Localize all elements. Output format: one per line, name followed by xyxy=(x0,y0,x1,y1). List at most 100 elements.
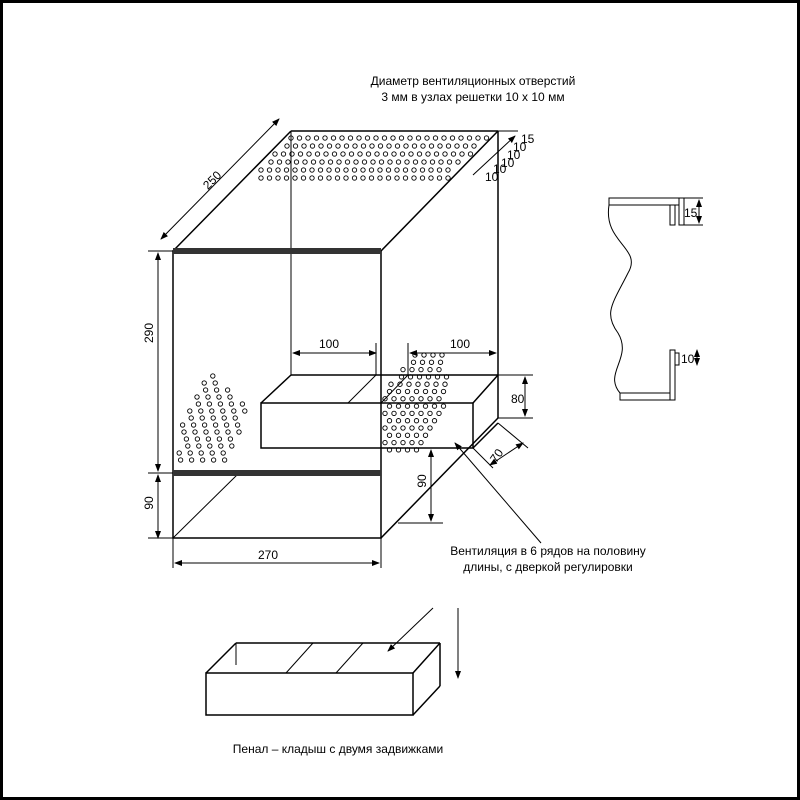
dim-drawer-height: 80 xyxy=(511,392,525,406)
vent-hole xyxy=(427,396,433,402)
vent-hole xyxy=(207,443,213,449)
vent-hole xyxy=(427,410,433,417)
vent-hole xyxy=(199,457,206,463)
vent-hole xyxy=(192,429,198,435)
vent-hole xyxy=(446,159,453,165)
vent-hole xyxy=(353,159,359,165)
vent-hole xyxy=(214,429,220,435)
vent-hole xyxy=(334,167,341,173)
vent-hole xyxy=(418,410,424,417)
vent-hole xyxy=(424,135,430,141)
vent-hole xyxy=(210,457,217,463)
vent-hole xyxy=(210,373,216,379)
insert-caption: Пенал – кладыш с двумя задвижками xyxy=(233,742,443,756)
dim-vent-spacing-4: 10 xyxy=(493,162,507,176)
vent-hole xyxy=(397,381,403,387)
vent-hole xyxy=(395,432,402,438)
vent-hole xyxy=(301,143,307,149)
vent-hole xyxy=(437,143,443,149)
vent-hole xyxy=(198,408,204,414)
vent-hole xyxy=(266,175,273,181)
vent-hole xyxy=(419,359,426,365)
vent-hole xyxy=(258,175,264,181)
vent-hole xyxy=(409,366,415,373)
vent-hole xyxy=(390,135,396,141)
vent-hole xyxy=(289,151,295,157)
vent-hole xyxy=(221,415,227,421)
vent-hole xyxy=(343,143,350,149)
vent-hole xyxy=(210,415,216,421)
vent-hole xyxy=(336,159,342,165)
dim-drawer-offset: 90 xyxy=(415,474,429,488)
vent-hole xyxy=(201,380,207,386)
vent-hole xyxy=(258,167,264,173)
vent-hole xyxy=(415,135,422,141)
vent-hole xyxy=(450,151,457,157)
vent-hole xyxy=(285,159,291,165)
vent-hole xyxy=(437,359,444,365)
vent-hole xyxy=(179,422,186,428)
vent-hole xyxy=(365,151,372,157)
vent-hole xyxy=(309,143,316,149)
dim-height: 290 xyxy=(142,323,156,343)
vent-hole xyxy=(296,135,303,141)
vent-hole xyxy=(292,143,299,149)
vent-hole xyxy=(276,159,283,165)
vent-hole xyxy=(440,403,447,409)
vent-hole xyxy=(377,167,383,173)
insert-slot-arrow xyxy=(387,607,434,652)
vent-hole xyxy=(386,432,393,438)
vent-hole xyxy=(400,439,406,446)
vent-hole xyxy=(326,167,332,173)
vent-hole xyxy=(433,381,439,387)
vent-hole xyxy=(395,388,402,395)
vent-hole xyxy=(368,167,375,173)
vent-hole xyxy=(317,167,324,173)
vent-hole xyxy=(196,443,202,449)
vent-hole xyxy=(391,410,397,417)
vent-hole xyxy=(413,418,420,424)
dim-vent-spacing-3: 10 xyxy=(501,156,515,170)
vent-hole xyxy=(194,436,201,442)
vent-hole xyxy=(409,410,415,417)
vent-hole xyxy=(322,135,328,141)
vent-hole xyxy=(455,159,461,165)
vent-hole xyxy=(420,143,426,149)
dim-vent-spacing-top: 15 xyxy=(521,132,535,146)
vent-hole xyxy=(442,381,448,387)
vent-hole xyxy=(205,436,212,442)
vent-hole xyxy=(181,429,187,435)
vent-hole xyxy=(202,387,209,393)
vent-hole xyxy=(427,425,433,431)
vent-hole xyxy=(176,450,182,456)
terrarium-drawing: Диаметр вентиляционных отверстий 3 мм в … xyxy=(142,74,703,756)
vent-hole xyxy=(407,135,413,141)
vent-hole xyxy=(224,387,231,393)
vent-hole xyxy=(229,443,235,449)
vent-hole xyxy=(431,418,438,424)
vent-hole xyxy=(327,159,334,165)
vent-hole xyxy=(413,432,420,438)
vent-hole xyxy=(234,422,241,428)
vent-hole xyxy=(283,167,290,173)
vent-hole xyxy=(475,135,481,141)
vent-hole xyxy=(436,410,442,417)
vent-hole xyxy=(284,143,290,149)
vent-hole xyxy=(356,135,362,141)
vent-hole xyxy=(428,143,435,149)
vent-hole xyxy=(239,401,246,407)
vent-hole xyxy=(369,143,375,149)
vent-hole xyxy=(483,135,490,141)
vent-hole xyxy=(391,396,397,402)
vent-hole xyxy=(442,151,448,157)
vent-hole xyxy=(326,175,332,181)
vent-hole xyxy=(228,401,235,407)
side-vent-holes xyxy=(176,373,248,463)
vent-hole xyxy=(445,143,452,149)
vent-hole xyxy=(348,151,355,157)
vent-hole xyxy=(436,167,443,173)
vent-hole xyxy=(449,135,456,141)
vent-hole xyxy=(395,418,402,424)
vent-hole xyxy=(388,381,394,387)
vent-hole xyxy=(466,135,473,141)
